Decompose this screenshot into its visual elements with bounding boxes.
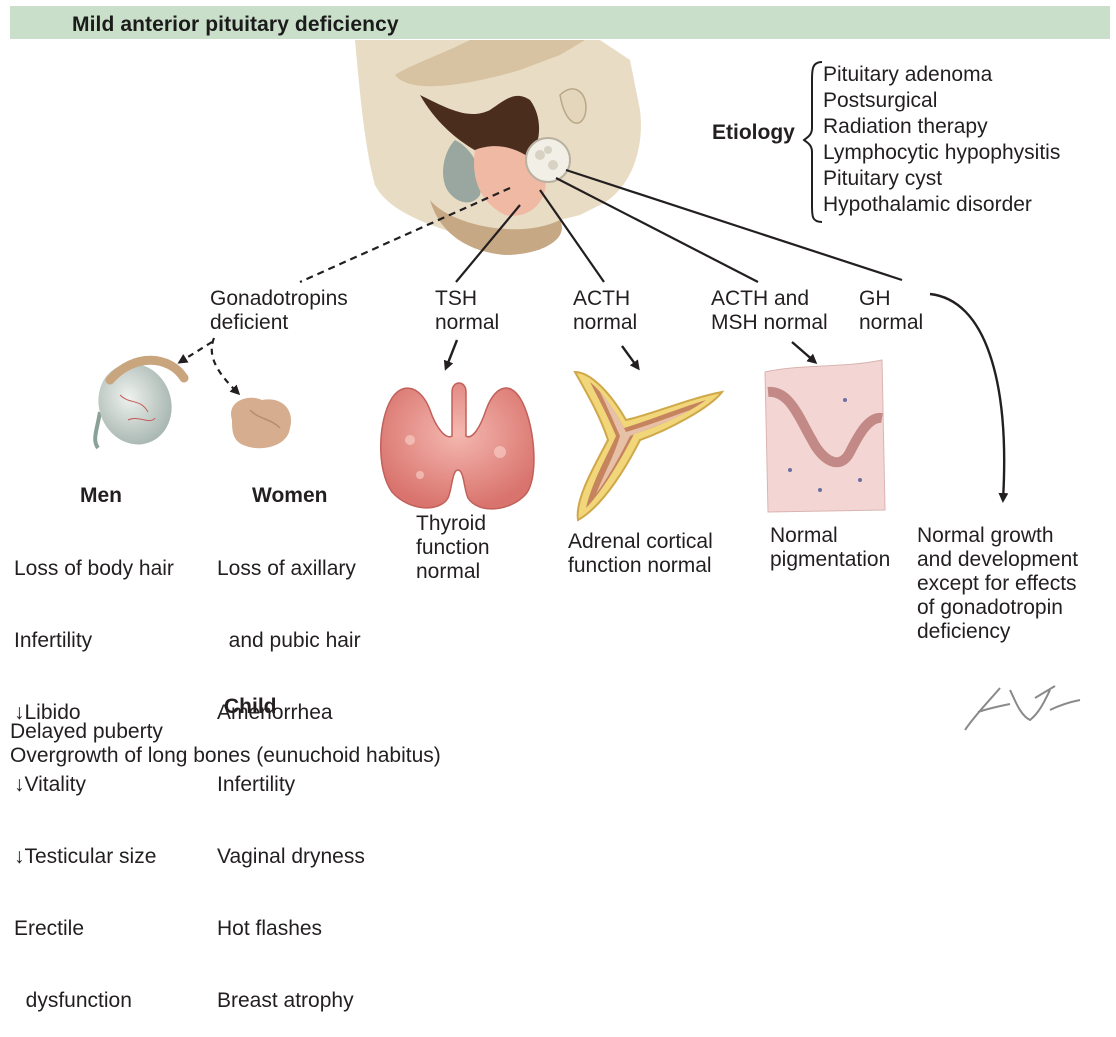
testis-illustration [87,353,184,455]
women-item: Loss of axillary [217,557,365,581]
arrow-to-testis [180,342,212,362]
child-heading: Child [224,695,277,719]
men-item: dysfunction [14,989,174,1013]
thyroid-illustration [381,383,534,509]
women-heading: Women [252,484,327,508]
adrenal-illustration [575,372,722,520]
men-list: Loss of body hair Infertility ↓Libido ↓V… [14,509,174,1037]
men-item: ↓Testicular size [14,845,174,869]
etiology-item: Pituitary adenoma [823,62,1060,88]
ovary-illustration [231,398,291,448]
women-item: Breast atrophy [217,989,365,1013]
etiology-item: Radiation therapy [823,114,1060,140]
women-item: Hot flashes [217,917,365,941]
arrow-to-skin [792,342,815,362]
etiology-bracket [804,62,822,222]
etiology-item: Hypothalamic disorder [823,192,1060,218]
arrow-to-ovary [212,338,238,393]
men-item: ↓Vitality [14,773,174,797]
etiology-label: Etiology [712,121,795,145]
skin-illustration [765,360,885,512]
child-item: Overgrowth of long bones (eunuchoid habi… [10,744,441,768]
etiology-list: Pituitary adenoma Postsurgical Radiation… [823,62,1060,218]
child-item: Delayed puberty [10,720,441,744]
women-item: Infertility [217,773,365,797]
connector-acth-msh [556,178,758,282]
men-item: Erectile [14,917,174,941]
etiology-item: Pituitary cyst [823,166,1060,192]
pituitary-section-illustration [355,40,641,255]
etiology-item: Postsurgical [823,88,1060,114]
arrow-to-growth [930,294,1004,500]
women-item: and pubic hair [217,629,365,653]
men-heading: Men [80,484,122,508]
arrow-to-adrenal [622,346,638,368]
men-item: Loss of body hair [14,557,174,581]
women-list: Loss of axillary and pubic hair Amenorrh… [217,509,365,1037]
etiology-item: Lymphocytic hypophysitis [823,140,1060,166]
arrow-to-thyroid [446,340,457,368]
women-item: Vaginal dryness [217,845,365,869]
signature-illustration [965,686,1080,730]
child-list: Delayed puberty Overgrowth of long bones… [10,720,441,768]
men-item: Infertility [14,629,174,653]
